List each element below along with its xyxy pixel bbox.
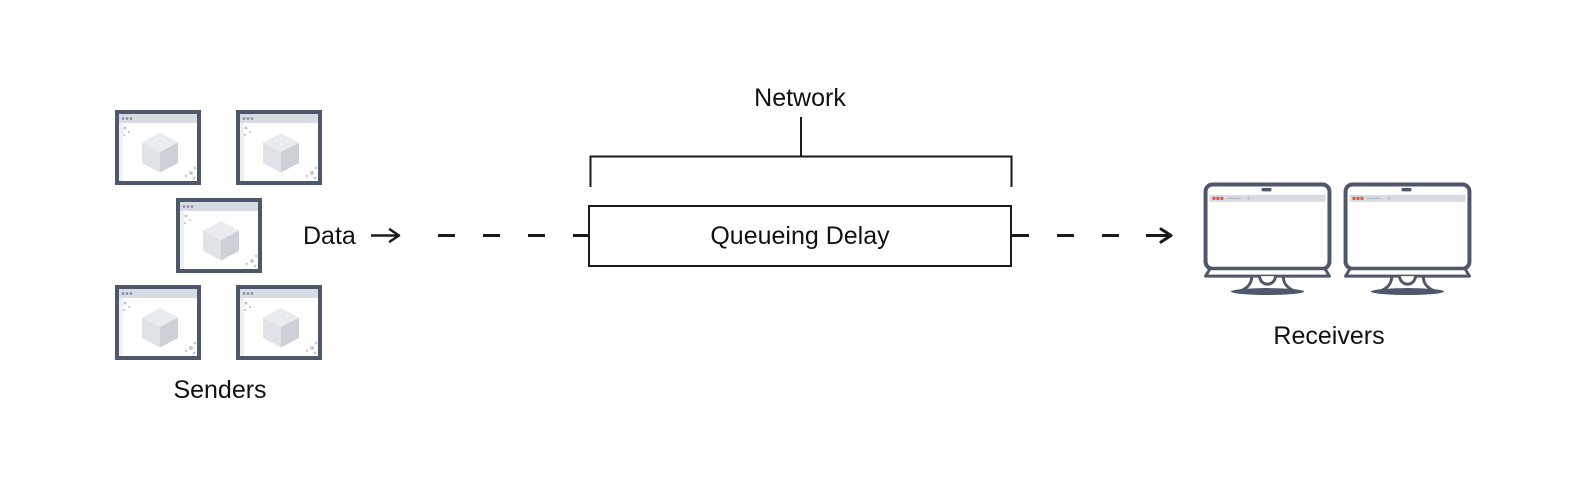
queueing-delay-label: Queueing Delay: [710, 222, 890, 250]
queueing-delay-box: Queueing Delay: [588, 205, 1012, 267]
browser-window-icon: [236, 110, 322, 185]
monitor-icon: [1343, 182, 1472, 295]
browser-window-icon: [115, 285, 201, 360]
receivers-label: Receivers: [1273, 322, 1385, 350]
browser-window-icon: [176, 198, 262, 273]
flow-arrow-head-icon: [1159, 227, 1173, 244]
senders-label: Senders: [173, 376, 267, 404]
network-bracket: [589, 155, 1013, 187]
data-arrow-head-icon: [388, 228, 401, 243]
network-label: Network: [754, 84, 846, 112]
data-label: Data: [303, 222, 356, 250]
browser-window-icon: [236, 285, 322, 360]
monitor-icon: [1203, 182, 1332, 295]
browser-window-icon: [115, 110, 201, 185]
